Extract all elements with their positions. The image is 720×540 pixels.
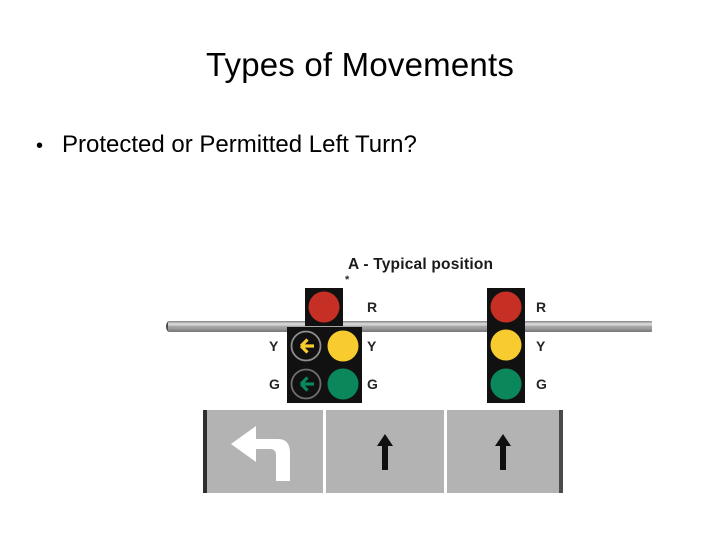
through-arrow-icon bbox=[377, 433, 393, 470]
signal-section-red bbox=[305, 288, 343, 326]
signal-section-yellow-ball bbox=[324, 327, 362, 365]
left-arrow-label-green: G bbox=[269, 376, 281, 392]
lane-marking-panel bbox=[203, 410, 564, 493]
figure-caption: A - Typical position bbox=[348, 256, 494, 273]
left-turn-lane bbox=[203, 410, 323, 493]
right-head-label-green: G bbox=[536, 376, 548, 392]
left-arrow-label-yellow: Y bbox=[269, 338, 279, 354]
signal-section-green-ball bbox=[324, 365, 362, 403]
bullet-marker: • bbox=[36, 135, 44, 157]
left-group-ball-column bbox=[324, 327, 362, 403]
yellow-ball-lens-icon bbox=[490, 329, 522, 361]
right-head-label-red: R bbox=[536, 299, 547, 315]
green-ball-lens-icon bbox=[327, 368, 359, 400]
green-ball-lens-icon bbox=[490, 368, 522, 400]
through-arrow-icon bbox=[495, 433, 511, 470]
left-group-arrow-column bbox=[287, 327, 324, 403]
left-group-label-yellow: Y bbox=[367, 338, 377, 354]
through-lane-1 bbox=[326, 410, 444, 493]
page-title: Types of Movements bbox=[205, 46, 515, 83]
left-group-label-red: R bbox=[367, 299, 378, 315]
yellow-ball-lens-icon bbox=[327, 330, 359, 362]
signal-section-yellow-arrow bbox=[287, 327, 324, 365]
signal-section-yellow bbox=[487, 326, 525, 364]
signal-section-green bbox=[487, 365, 525, 403]
red-ball-lens-icon bbox=[308, 291, 340, 323]
asterisk-icon: * bbox=[345, 274, 350, 286]
left-group-red-section bbox=[305, 288, 343, 326]
through-lane-2 bbox=[447, 410, 563, 493]
left-group-label-green: G bbox=[367, 376, 379, 392]
red-ball-lens-icon bbox=[490, 291, 522, 323]
right-head-label-yellow: Y bbox=[536, 338, 546, 354]
bullet-item-label: Protected or Permitted Left Turn? bbox=[62, 131, 417, 158]
right-signal-head bbox=[487, 288, 525, 403]
green-left-arrow-lens-icon bbox=[290, 368, 321, 400]
bullet-list-item: • Protected or Permitted Left Turn? bbox=[36, 131, 676, 159]
yellow-left-arrow-lens-icon bbox=[290, 330, 321, 362]
mast-arm bbox=[168, 321, 652, 332]
signal-section-red bbox=[487, 288, 525, 326]
signal-section-green-arrow bbox=[287, 365, 324, 403]
left-turn-arrow-icon bbox=[231, 425, 290, 481]
